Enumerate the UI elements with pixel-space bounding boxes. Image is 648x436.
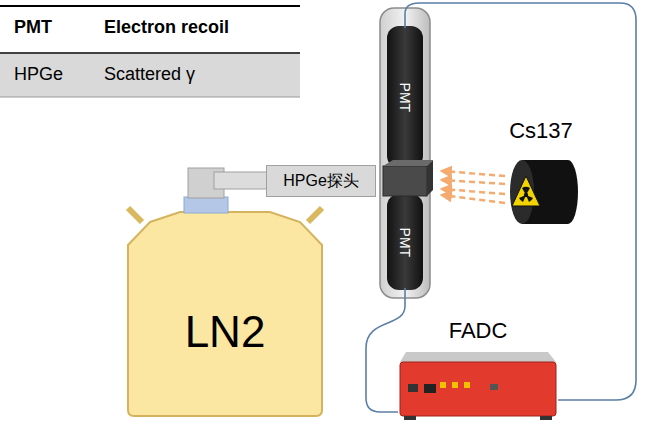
hpge-probe: HPGe探头	[266, 165, 376, 197]
table-cell: HPGe	[14, 64, 63, 85]
pmt-assembly	[380, 8, 433, 298]
node-label: Cs137	[509, 118, 573, 144]
table-cell: Scattered γ	[104, 64, 195, 85]
node-label: LN2	[185, 306, 266, 359]
radioactive-source	[510, 160, 578, 224]
signal-cable	[405, 3, 636, 400]
node-label: HPGe探头	[283, 171, 359, 190]
node-label: PMT	[397, 82, 414, 112]
table-rules	[0, 6, 300, 97]
table-header: Electron recoil	[104, 17, 229, 38]
fadc-device	[400, 352, 556, 420]
pmt-tube: PMT	[387, 28, 423, 166]
node-label: PMT	[397, 227, 414, 257]
table-header: PMT	[14, 17, 52, 38]
fadc-device: FADC	[398, 318, 558, 422]
cs137-source: Cs137	[503, 118, 579, 228]
signal-cable	[366, 288, 405, 412]
gamma-rays	[442, 171, 505, 203]
ln2-dewar: LN2	[130, 250, 320, 414]
ln2-dewar	[128, 168, 322, 416]
pmt-tube: PMT	[387, 196, 423, 288]
node-label: FADC	[449, 318, 508, 344]
